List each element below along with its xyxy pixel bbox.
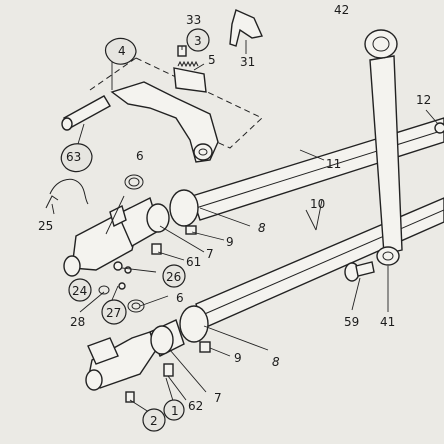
callout-circle-1 bbox=[163, 399, 185, 421]
label-11: 11 bbox=[326, 157, 341, 171]
label-2: 2 bbox=[150, 414, 158, 428]
label-1: 1 bbox=[171, 404, 179, 418]
label-9-upper: 9 bbox=[226, 235, 234, 249]
label-27: 27 bbox=[106, 306, 121, 320]
label-7-upper: 7 bbox=[206, 247, 214, 261]
label-59: 59 bbox=[344, 315, 359, 329]
ring-6-lower bbox=[127, 299, 145, 313]
label-9-lower: 9 bbox=[234, 351, 242, 365]
label-31: 31 bbox=[240, 55, 255, 69]
lower-crank-assembly bbox=[85, 305, 209, 391]
pin-63 bbox=[61, 95, 111, 131]
label-12: 12 bbox=[416, 93, 431, 107]
label-28: 28 bbox=[70, 315, 85, 329]
screws-upper bbox=[151, 225, 197, 255]
clip-25 bbox=[45, 178, 89, 209]
rocker-arm bbox=[110, 81, 219, 163]
label-63: 63 bbox=[66, 150, 81, 164]
label-61: 61 bbox=[186, 255, 201, 269]
label-3: 3 bbox=[194, 34, 202, 48]
label-7-lower: 7 bbox=[214, 391, 222, 405]
label-4: 4 bbox=[118, 44, 126, 58]
screw-59 bbox=[344, 261, 375, 282]
bracket-31 bbox=[229, 9, 263, 54]
upper-crank-assembly bbox=[63, 189, 199, 277]
label-24: 24 bbox=[72, 284, 87, 298]
part-labels: 33 42 3 4 5 31 12 63 11 6 25 8 10 9 7 61… bbox=[38, 3, 431, 428]
label-41: 41 bbox=[380, 315, 395, 329]
screws-lower bbox=[125, 341, 211, 403]
small-hardware-26-27 bbox=[98, 261, 132, 295]
callout-circle-27 bbox=[101, 299, 127, 325]
label-6-lower: 6 bbox=[176, 291, 184, 305]
label-10: 10 bbox=[310, 197, 325, 211]
ring-6-upper bbox=[124, 174, 144, 190]
label-6-upper: 6 bbox=[136, 149, 144, 163]
leader-lines bbox=[51, 46, 439, 415]
callout-circle-63 bbox=[60, 143, 93, 173]
label-42: 42 bbox=[334, 3, 349, 17]
screw-12 bbox=[434, 122, 444, 134]
label-5: 5 bbox=[208, 53, 216, 67]
callout-circle-3 bbox=[186, 28, 210, 52]
callout-circle-24 bbox=[68, 278, 92, 302]
callout-circle-4 bbox=[104, 37, 137, 65]
connecting-rod bbox=[364, 29, 403, 266]
gear-block-5 bbox=[173, 60, 207, 93]
label-62: 62 bbox=[188, 399, 203, 413]
label-8-lower: 8 bbox=[272, 355, 280, 369]
callout-circle-2 bbox=[142, 408, 166, 432]
label-33: 33 bbox=[186, 13, 201, 27]
label-25: 25 bbox=[38, 219, 53, 233]
callout-circles bbox=[60, 28, 210, 432]
callout-circle-26 bbox=[162, 264, 186, 288]
label-26: 26 bbox=[166, 270, 181, 284]
label-8-upper: 8 bbox=[258, 221, 266, 235]
lower-shaft bbox=[195, 197, 444, 329]
